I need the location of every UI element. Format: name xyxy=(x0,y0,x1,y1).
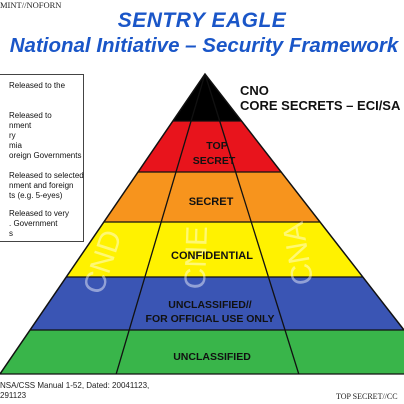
cno-callout: CNO CORE SECRETS – ECI/SA xyxy=(240,83,400,113)
classification-banner-top: MINT//NOFORN xyxy=(0,0,62,10)
legend-item: Released to the xyxy=(9,81,66,90)
legend-item: Released to nment ry mia oreign Governme… xyxy=(9,111,82,160)
label-confidential: CONFIDENTIAL xyxy=(171,250,253,262)
label-unclassified: UNCLASSIFIED xyxy=(173,351,251,363)
column-divider-left xyxy=(114,74,206,374)
pyramid-band-unclassified xyxy=(0,330,404,374)
legend-item: Released to very . Government s xyxy=(9,209,70,238)
core-secrets-label: CORE SECRETS – ECI/SA xyxy=(240,98,401,113)
legend-item: Released to selected nment and foreign t… xyxy=(9,171,84,200)
classification-banner-bottom: TOP SECRET//CC xyxy=(336,392,398,401)
cno-label: CNO xyxy=(240,83,269,98)
pyramid-band-fouo xyxy=(0,277,404,330)
label-unclassified-fouo-line2: FOR OFFICIAL USE ONLY xyxy=(146,313,275,325)
release-legend: Released to the Released to nment ry mia… xyxy=(0,74,84,242)
label-secret: SECRET xyxy=(189,196,234,208)
label-unclassified-fouo: UNCLASSIFIED// xyxy=(168,299,252,311)
page-subtitle: National Initiative – Security Framework xyxy=(9,34,399,57)
label-top-secret-line2: SECRET xyxy=(193,155,236,167)
column-label-cne: CNE xyxy=(179,225,214,289)
source-citation: NSA/CSS Manual 1-52, Dated: 20041123, 29… xyxy=(0,381,150,400)
label-top-secret: TOP xyxy=(206,140,227,152)
column-divider-right xyxy=(204,74,301,374)
page-title: SENTRY EAGLE xyxy=(117,9,287,32)
